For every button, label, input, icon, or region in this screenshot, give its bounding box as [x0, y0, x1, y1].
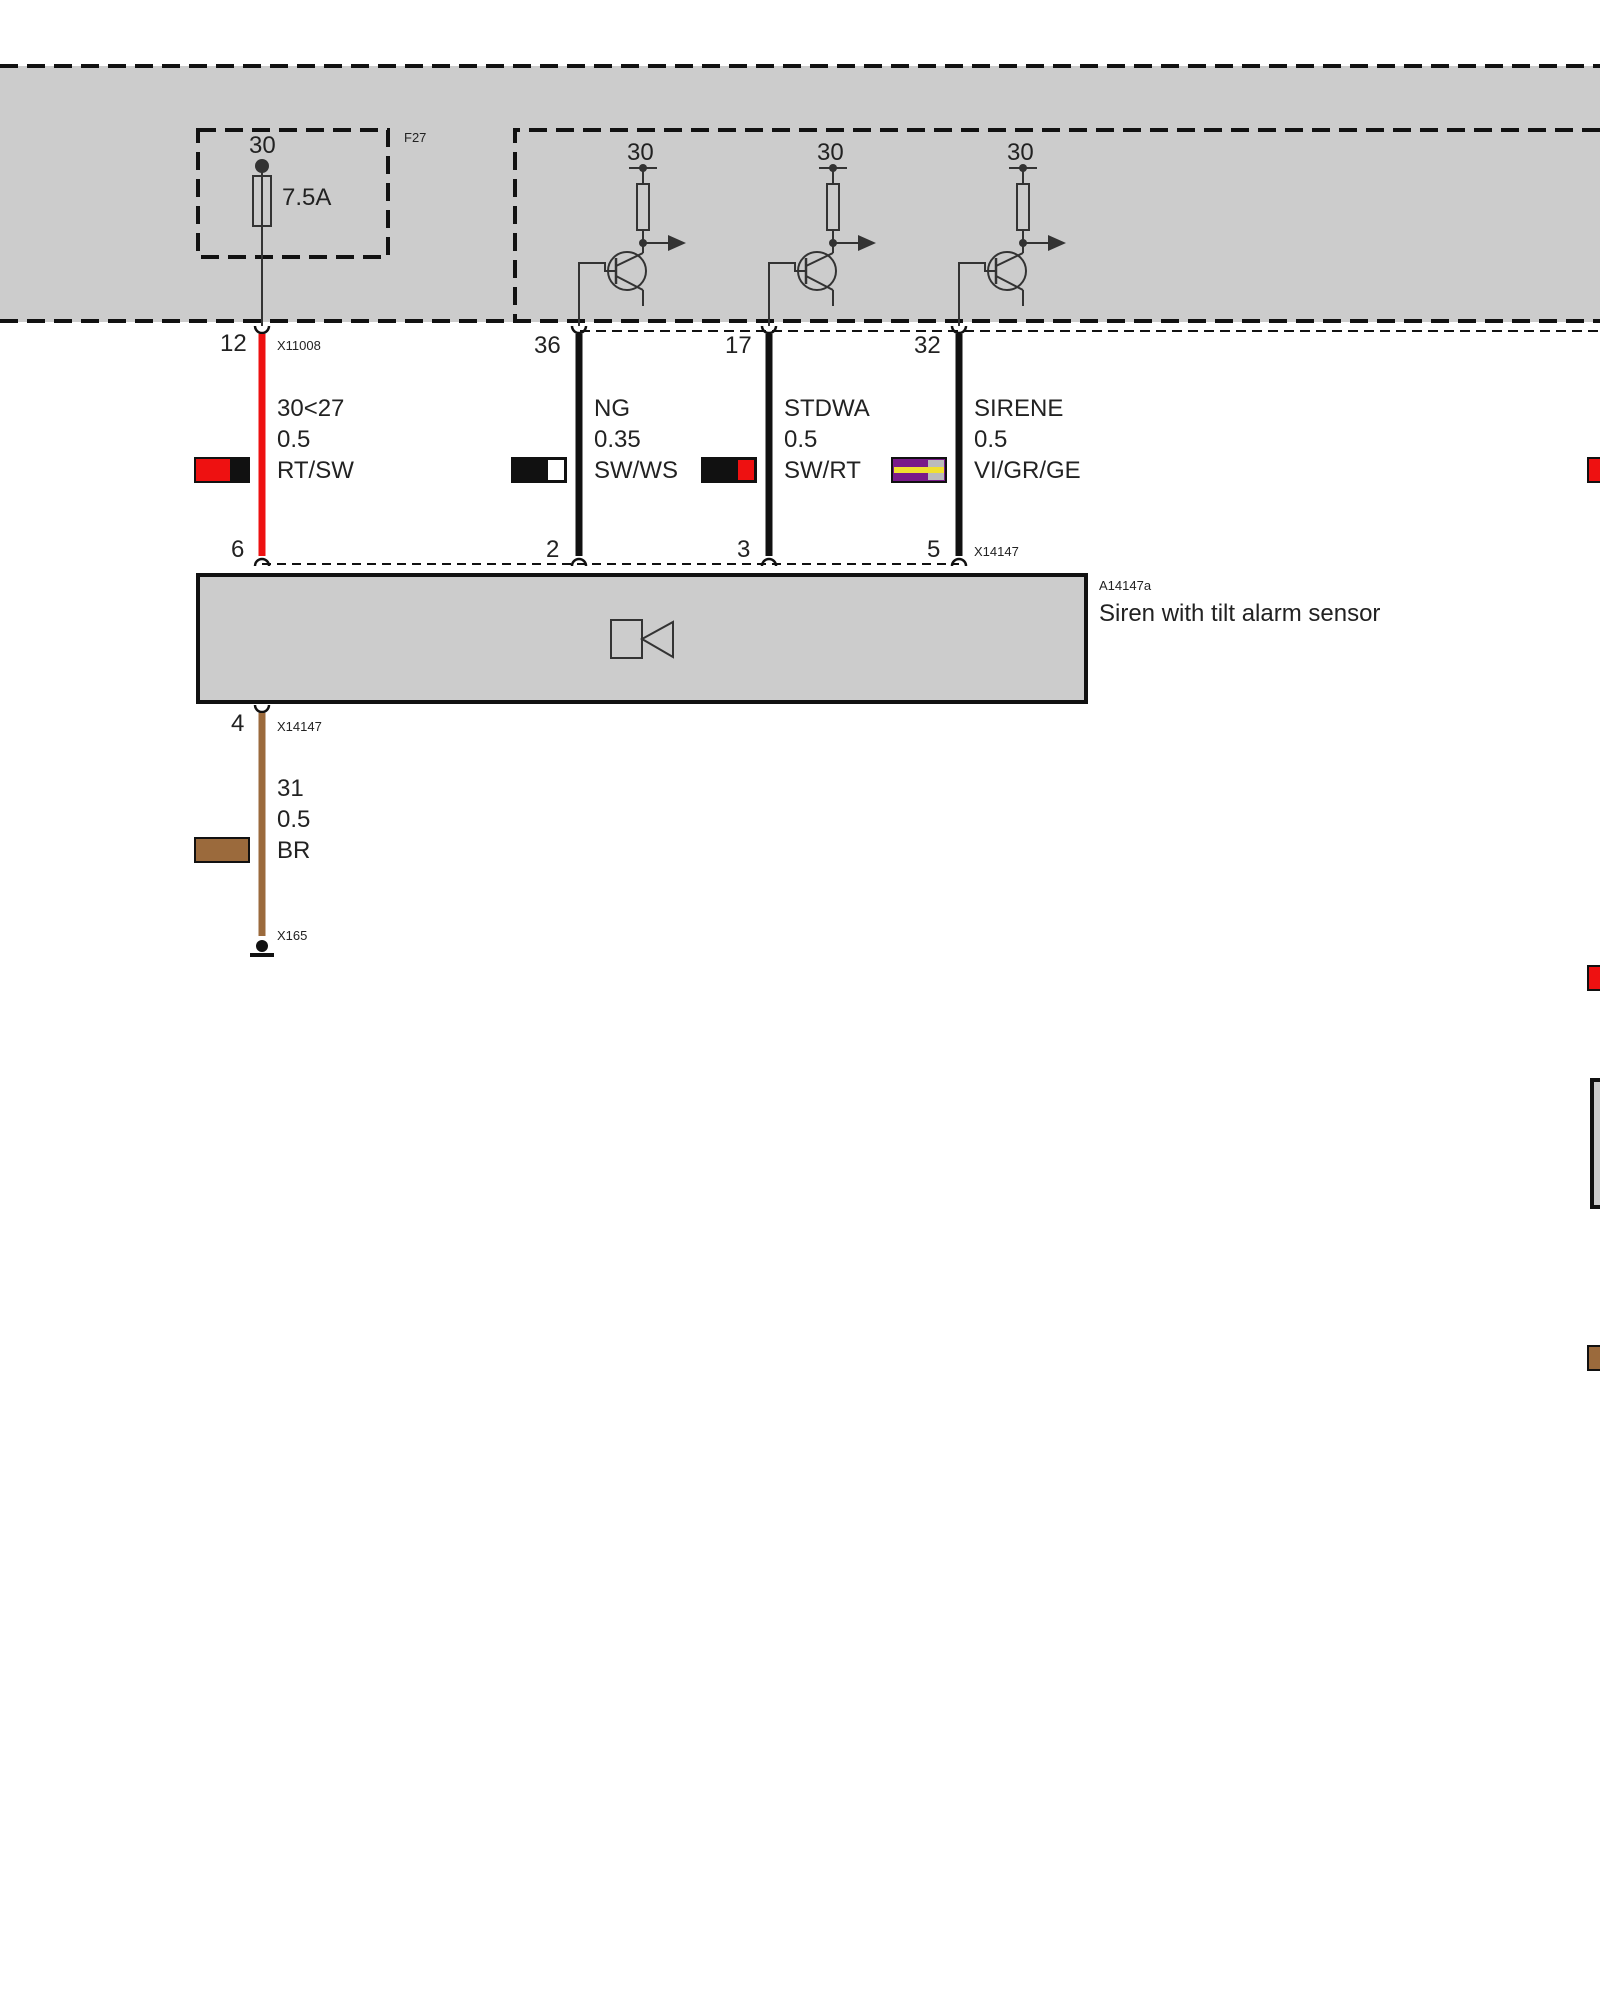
wire-color-label: SW/WS: [594, 457, 678, 484]
wire-gauge-label: 0.5: [974, 426, 1007, 453]
cropped-swatch-red: [1587, 457, 1600, 483]
component-id-label: A14147a: [1099, 578, 1152, 593]
cropped-component-box: [1590, 1078, 1600, 1209]
connector-hook: [950, 325, 968, 335]
output-arrow-icon: [668, 235, 686, 251]
wire-signal-label: 30<27: [277, 395, 344, 422]
pin-bottom-label: 3: [737, 536, 750, 563]
wire-color-label: RT/SW: [277, 457, 354, 484]
connector-hook: [253, 325, 271, 335]
transistor-1-terminal-label: 30: [627, 139, 654, 166]
pin-bottom-label: 2: [546, 536, 559, 563]
pin-top-label: 32: [914, 332, 941, 359]
wire-gauge-label: 0.35: [594, 426, 641, 453]
connector-hook: [570, 325, 588, 335]
pin-bottom-label: 5: [927, 536, 940, 563]
wire-signal-label: 31: [277, 775, 304, 802]
connector-hook: [760, 325, 778, 335]
ground-icon: [250, 940, 274, 957]
wire-color-swatch-sw-rt: [701, 457, 757, 483]
wire-color-swatch-br: [194, 837, 250, 863]
pin-top-label: 12: [220, 330, 247, 357]
connector-hook: [253, 704, 271, 714]
output-arrow-icon: [1048, 235, 1066, 251]
pin-top-label: 36: [534, 332, 561, 359]
cropped-swatch-red: [1587, 965, 1600, 991]
control-module-box: [0, 66, 1600, 322]
wire-color-label: SW/RT: [784, 457, 861, 484]
wire-gauge-label: 0.5: [277, 806, 310, 833]
pin-bottom-label: 6: [231, 536, 244, 563]
wire-signal-label: SIRENE: [974, 395, 1063, 422]
output-stage-box: [513, 128, 1600, 321]
wire-color-swatch-vi-gr-ge: [891, 457, 947, 483]
fuse-rating-label: 7.5A: [282, 184, 331, 211]
ground-pin-label: 4: [231, 710, 244, 737]
connector-label: X14147: [277, 719, 322, 734]
transistor-2-terminal-label: 30: [817, 139, 844, 166]
cropped-swatch-brown: [1587, 1345, 1600, 1371]
speaker-icon: [610, 619, 674, 659]
wire-signal-label: NG: [594, 395, 630, 422]
pin-top-label: 17: [725, 332, 752, 359]
transistor-2: 30: [768, 139, 876, 326]
wire-color-label: BR: [277, 837, 310, 864]
fuse-terminal-label: 30: [249, 132, 276, 159]
connector-label: X14147: [974, 544, 1019, 559]
wire-gauge-label: 0.5: [277, 426, 310, 453]
wire-color-label: VI/GR/GE: [974, 457, 1081, 484]
fuse-id-label: F27: [404, 130, 426, 145]
fuse-box: [196, 128, 390, 259]
wire-signal-label: STDWA: [784, 395, 870, 422]
component-name-label: Siren with tilt alarm sensor: [1099, 600, 1380, 627]
wire-color-swatch-sw-ws: [511, 457, 567, 483]
wire-gauge-label: 0.5: [784, 426, 817, 453]
connector-label: X165: [277, 928, 307, 943]
connector-label: X11008: [277, 338, 321, 353]
transistor-3: 30: [958, 139, 1066, 326]
output-arrow-icon: [858, 235, 876, 251]
transistor-1: 30: [578, 139, 686, 326]
wire-color-swatch-rt-sw: [194, 457, 250, 483]
transistor-3-terminal-label: 30: [1007, 139, 1034, 166]
